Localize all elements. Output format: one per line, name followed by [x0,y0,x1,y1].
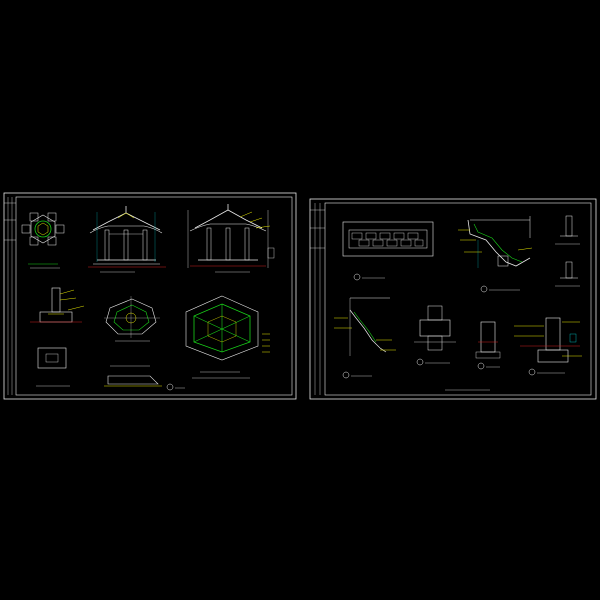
post-footing-detail [475,321,501,370]
sheet-right [309,198,597,400]
pavilion-base-plan [104,296,160,342]
foundation-section-detail [514,317,582,376]
pavilion-section-elevation [187,204,275,273]
sheet-left-inner-border [15,196,293,396]
column-footing-detail [30,287,85,387]
lattice-railing-elevation [342,221,434,281]
eave-section-detail [458,216,533,293]
pavilion-roof-framing-plan [185,295,270,373]
section-a-a-detail [555,215,580,287]
pavilion-front-elevation [88,206,166,273]
roof-ridge-detail [334,297,396,379]
pavilion-plan-view [21,212,65,269]
step-detail [104,365,185,391]
sheet-left [3,192,297,400]
sheet-right-inner-border [324,202,592,396]
sheet-left-outer-border [3,192,297,400]
column-base-detail [414,305,456,366]
sheet-left-title-strip [4,197,16,395]
sheet-right-title-strip [310,203,325,395]
sheet-right-outer-border [309,198,597,400]
